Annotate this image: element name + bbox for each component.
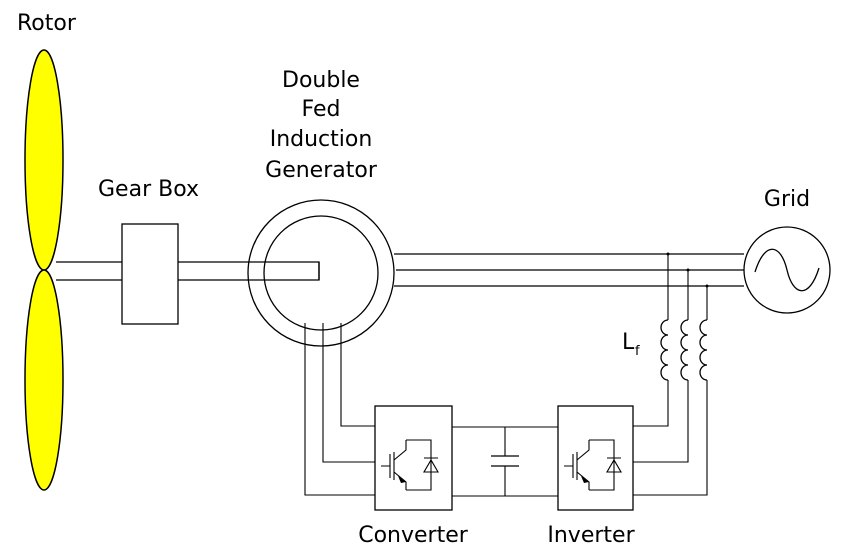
inductor-coil-icon	[660, 319, 669, 381]
grid-side-lines	[633, 252, 709, 496]
capacitor-icon	[491, 455, 519, 467]
rotor-blade-lower	[24, 269, 64, 491]
filter-inductor-subscript: f	[635, 344, 640, 359]
generator-label-line1: Double	[282, 68, 360, 93]
ac-sine-source-icon	[743, 226, 831, 314]
converter-block	[374, 405, 453, 511]
rotor-blades	[24, 49, 64, 491]
igbt-with-diode-icon	[381, 439, 439, 491]
generator-label-line3: Induction	[270, 127, 373, 152]
stator-lines	[394, 253, 744, 287]
rotor-label: Rotor	[17, 11, 77, 36]
inverter-block	[557, 405, 634, 511]
drive-shaft	[56, 261, 320, 281]
igbt-with-diode-icon-2	[564, 439, 622, 491]
converter-label: Converter	[358, 523, 469, 548]
rotor-side-lines	[304, 323, 375, 496]
dfig-generator	[247, 199, 395, 347]
generator-rotor	[263, 215, 379, 331]
grid-label: Grid	[764, 187, 810, 212]
generator-stator	[247, 199, 395, 347]
inductor-coil-icon-2	[680, 319, 689, 381]
dc-link	[452, 426, 558, 497]
grid-source	[743, 226, 831, 314]
rotor-blade-upper	[24, 49, 64, 271]
gear-box-label: Gear Box	[98, 177, 199, 202]
generator-label-line4: Generator	[265, 158, 378, 183]
filter-inductor-label: L	[622, 330, 635, 355]
inverter-label: Inverter	[547, 523, 635, 548]
inductor-coil-icon-3	[699, 319, 708, 381]
gear-box	[121, 223, 179, 325]
generator-label-line2: Fed	[302, 97, 341, 122]
filter-inductors	[660, 319, 708, 381]
